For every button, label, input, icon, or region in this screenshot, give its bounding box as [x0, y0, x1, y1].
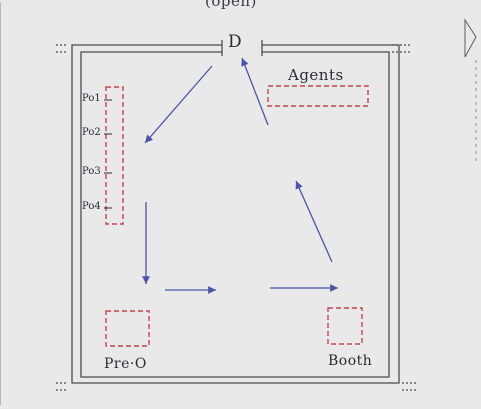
door-label: D	[228, 32, 243, 52]
position-label-po3: Po3	[82, 166, 101, 177]
booth-label: Booth	[328, 353, 373, 369]
pre-o-zone	[105, 310, 150, 347]
position-label-po1: Po1	[82, 93, 101, 104]
po-queue-zone	[105, 86, 124, 225]
arrow-agents-to-door	[241, 57, 269, 126]
po-ticks	[104, 99, 112, 209]
arrow-booth-to-agents	[295, 180, 333, 263]
arrow-door-to-po	[144, 65, 213, 144]
agents-label: Agents	[288, 66, 344, 84]
agents-zone	[267, 85, 369, 107]
pre-o-label: Pre·O	[104, 356, 147, 372]
room-walls	[56, 40, 416, 391]
open-note: (open)	[205, 0, 257, 10]
position-label-po2: Po2	[82, 127, 101, 138]
booth-zone	[327, 307, 363, 345]
corner-mark	[464, 18, 477, 58]
position-label-po4: Po4	[82, 201, 101, 212]
